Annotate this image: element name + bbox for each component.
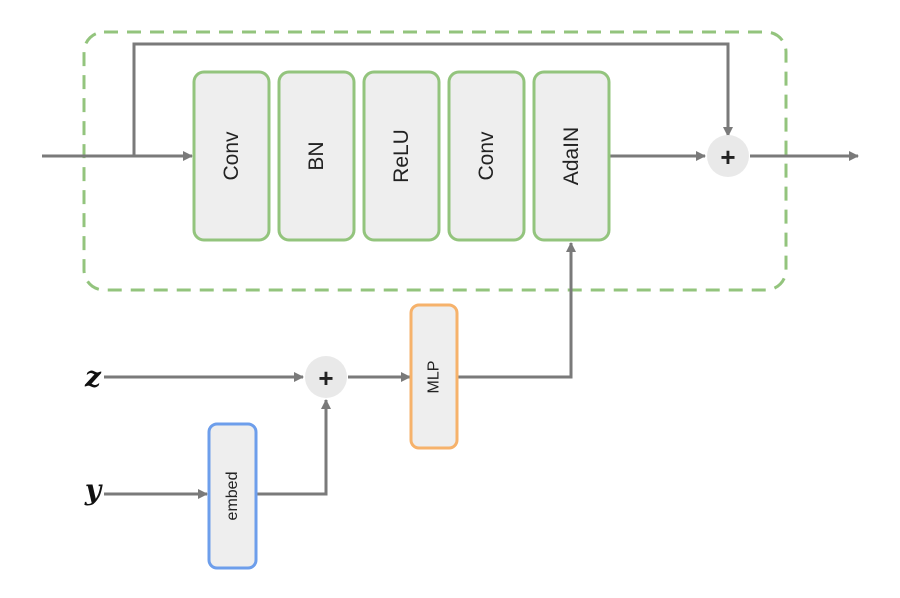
- block-mlp-label: MLP: [426, 361, 443, 394]
- block-mlp: MLP: [409, 303, 459, 450]
- block-embed: embed: [207, 422, 258, 570]
- block-conv-1: Conv: [192, 70, 271, 242]
- block-conv-1-label: Conv: [220, 131, 243, 181]
- block-adain: AdaIN: [532, 70, 611, 242]
- block-bn-label: BN: [305, 141, 328, 170]
- block-bn: BN: [277, 70, 356, 242]
- input-z-label: z: [84, 361, 102, 394]
- sum-node-residual: +: [707, 135, 749, 177]
- embed-to-sum-arrow: [256, 399, 331, 496]
- block-conv-2: Conv: [447, 70, 526, 242]
- input-y-label: y: [84, 474, 103, 507]
- block-conv-2-label: Conv: [475, 131, 498, 181]
- connections: [42, 42, 859, 499]
- block-adain-label: AdaIN: [560, 127, 583, 185]
- mlp-to-adain-arrow: [457, 242, 576, 379]
- residual-block-container: [82, 30, 788, 292]
- plus-icon: +: [318, 363, 333, 393]
- sum-node-latent: +: [305, 356, 347, 398]
- skip-connection: [132, 42, 733, 156]
- block-embed-label: embed: [224, 472, 241, 521]
- plus-icon: +: [720, 142, 735, 172]
- block-relu-label: ReLU: [390, 129, 413, 183]
- block-relu: ReLU: [362, 70, 441, 242]
